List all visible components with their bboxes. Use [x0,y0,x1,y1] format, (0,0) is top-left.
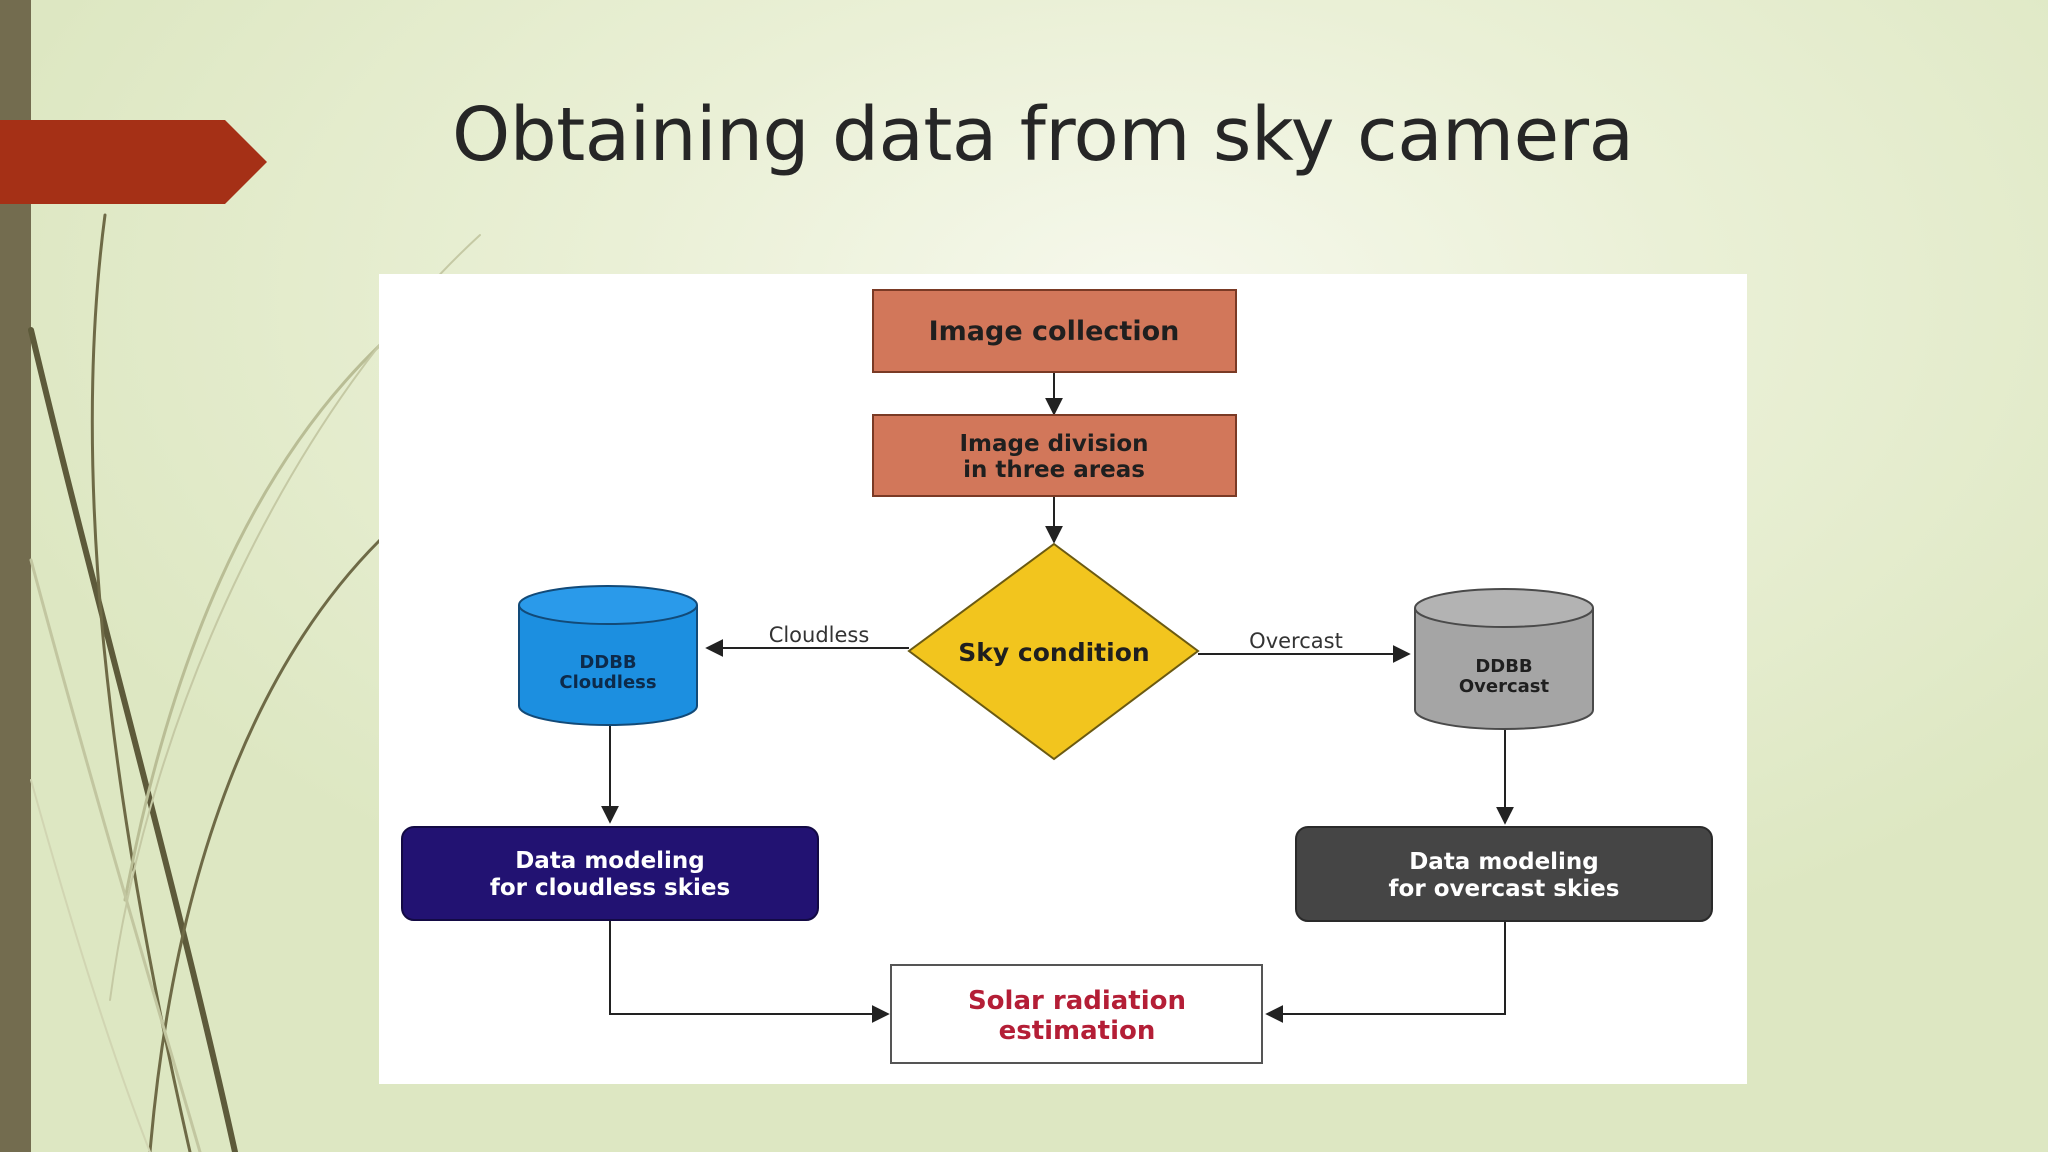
node-ddbb-overcast-label-line2: Overcast [1459,676,1550,697]
node-solar-radiation: Solar radiation estimation [890,964,1263,1064]
decor-curve [123,343,382,902]
node-sky-condition-label: Sky condition [958,638,1149,667]
node-image-collection-label: Image collection [929,316,1180,347]
flowchart-panel: Cloudless Overcast Image collection Imag… [379,274,1747,1084]
title-accent-arrow [0,120,267,204]
node-modeling-overcast-label-line1: Data modeling [1409,849,1599,875]
node-modeling-overcast: Data modeling for overcast skies [1295,826,1713,922]
node-modeling-cloudless-label-line1: Data modeling [515,848,705,874]
node-modeling-overcast-label-line2: for overcast skies [1389,876,1620,902]
node-modeling-cloudless: Data modeling for cloudless skies [401,826,819,921]
slide-title: Obtaining data from sky camera [452,92,1634,178]
node-ddbb-cloudless: DDBB Cloudless [518,585,698,726]
node-solar-radiation-label-line2: estimation [999,1016,1156,1046]
decor-curve [30,779,151,1152]
node-ddbb-overcast-label-line1: DDBB [1475,656,1532,677]
node-ddbb-cloudless-label-line2: Cloudless [559,672,656,693]
node-ddbb-cloudless-label-line1: DDBB [579,652,636,673]
edge-label-cloudless: Cloudless [769,623,870,647]
node-image-division-label-line2: in three areas [963,457,1145,483]
node-sky-condition: Sky condition [907,542,1200,761]
node-solar-radiation-label-line1: Solar radiation [968,986,1186,1016]
node-image-collection: Image collection [872,289,1237,373]
edge-label-overcast: Overcast [1249,629,1343,653]
edge-model-overcast-to-solar [1265,921,1506,1023]
decor-curve [148,538,382,1152]
node-image-division: Image division in three areas [872,414,1237,497]
decor-curve [90,213,192,1152]
edge-model-cloudless-to-solar [609,920,890,1023]
decor-curve [28,327,238,1152]
decor-curve [29,558,202,1152]
node-modeling-cloudless-label-line2: for cloudless skies [490,875,730,901]
flowchart: Cloudless Overcast Image collection Imag… [401,289,1713,1064]
node-image-division-label-line1: Image division [959,431,1148,457]
node-ddbb-overcast: DDBB Overcast [1414,588,1594,730]
